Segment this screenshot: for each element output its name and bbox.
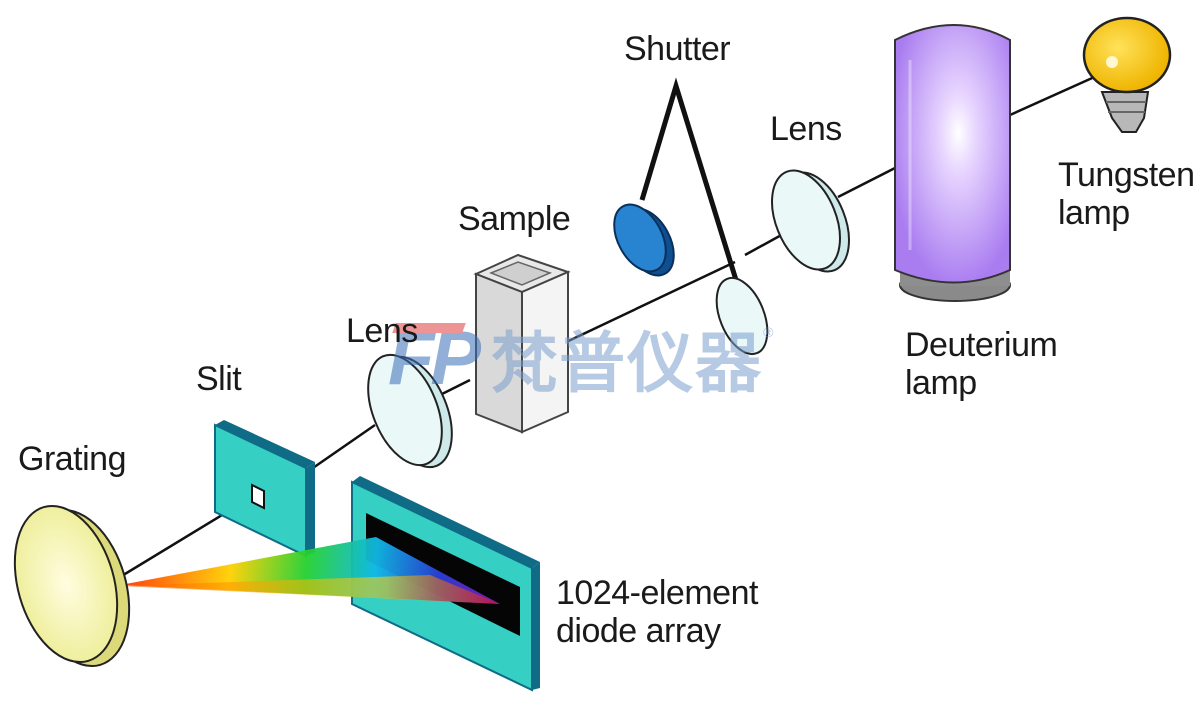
shutter (613, 77, 769, 355)
tungsten-lamp (1082, 16, 1172, 133)
lens-right (771, 169, 850, 273)
sample-cuvette (473, 253, 571, 434)
label-lens-right: Lens (770, 110, 842, 148)
label-shutter: Shutter (624, 30, 731, 68)
label-sample: Sample (458, 200, 571, 238)
label-grating: Grating (18, 440, 127, 478)
registered-mark: ® (763, 324, 774, 340)
label-tungsten-lamp: Tungsten lamp (1058, 156, 1195, 233)
watermark: FP 梵普仪器 ® (388, 316, 774, 403)
watermark-logo: FP (388, 315, 481, 401)
spectrum-beam (120, 537, 500, 604)
watermark-text: 梵普仪器 (491, 325, 764, 402)
label-diode-array: 1024-element diode array (556, 574, 758, 651)
label-slit: Slit (196, 360, 242, 398)
label-lens-left: Lens (346, 312, 418, 350)
label-deuterium-lamp: Deuterium lamp (905, 326, 1058, 403)
slit (214, 420, 315, 558)
deuterium-lamp (894, 24, 1011, 302)
grating (13, 504, 131, 668)
